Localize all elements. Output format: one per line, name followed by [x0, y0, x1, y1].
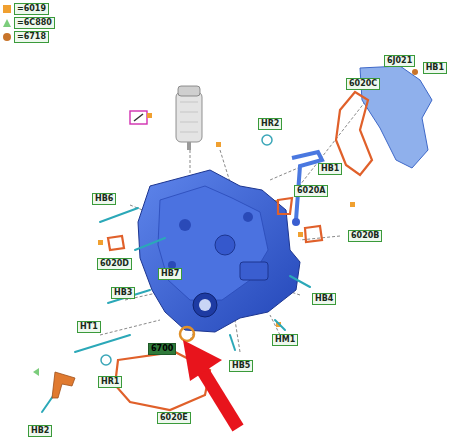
callout-number: 6020E — [157, 412, 191, 424]
callout-number: HB7 — [158, 268, 182, 280]
legend-swatch — [3, 5, 11, 13]
icon-box — [130, 111, 147, 124]
callout-number: HR2 — [258, 118, 282, 130]
legend-row: =6C880 — [3, 17, 55, 29]
callout-number: 6J021 — [384, 55, 415, 67]
callout-number: HB5 — [229, 360, 253, 372]
seal-6020D — [108, 236, 124, 250]
legend-row: =6019 — [3, 3, 49, 15]
callout-number: 6020A — [294, 185, 328, 197]
seal-6020A — [278, 198, 292, 214]
seal-6700 — [180, 327, 194, 341]
legend-swatch — [3, 19, 11, 27]
seal-6020B — [305, 226, 322, 242]
legend-text: =6C880 — [14, 17, 55, 29]
timing-cover — [138, 170, 300, 332]
oil-filter — [176, 86, 202, 150]
callout-number: HB4 — [312, 293, 336, 305]
callout-number: 6020B — [348, 230, 382, 242]
callout-number: HT1 — [77, 321, 101, 333]
legend-swatch — [3, 33, 11, 41]
legend-row: =6718 — [3, 31, 49, 43]
callout-number: HR1 — [98, 376, 122, 388]
callout-number: HB1 — [423, 62, 447, 74]
legend-text: =6019 — [14, 3, 49, 15]
callout-number: HB1 — [318, 163, 342, 175]
highlight-arrow — [183, 340, 238, 428]
callout-number: HB6 — [92, 193, 116, 205]
callout-number: HM1 — [272, 334, 298, 346]
callout-number: HB3 — [111, 287, 135, 299]
callout-number: HB2 — [28, 425, 52, 437]
callout-number: 6700 — [148, 343, 176, 355]
legend-text: =6718 — [14, 31, 49, 43]
callout-number: 6020D — [97, 258, 132, 270]
callout-number: 6020C — [346, 78, 380, 90]
